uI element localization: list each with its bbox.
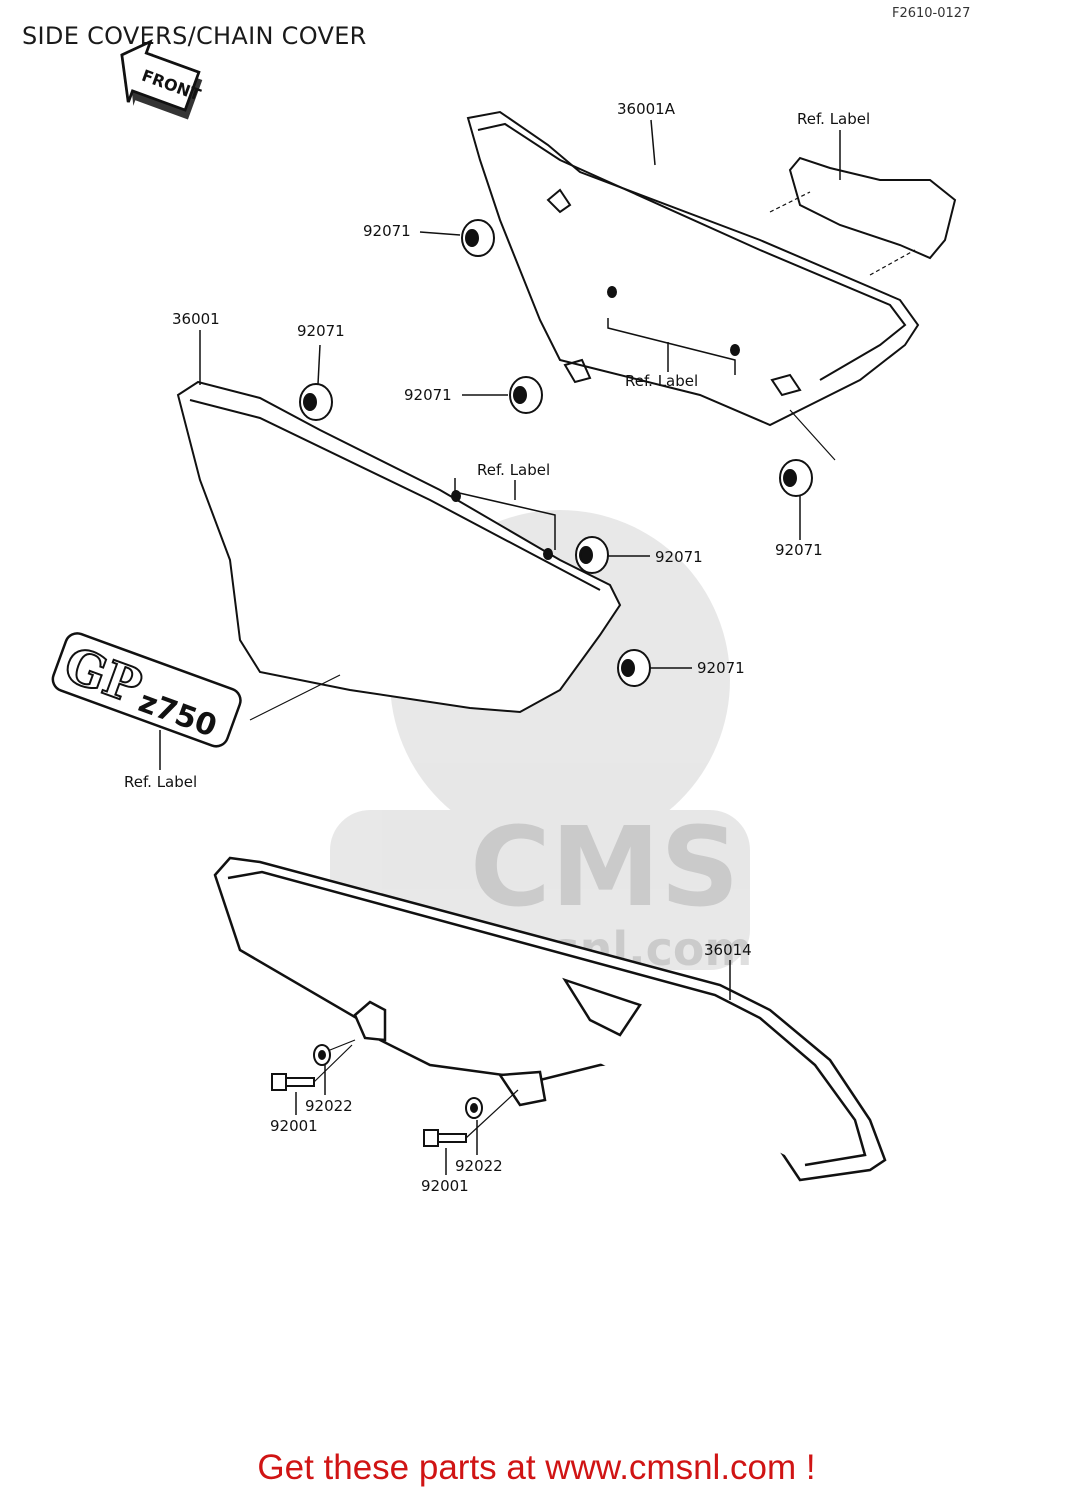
part-label-92071-c: 92071 <box>404 386 452 404</box>
grommet-icon-d <box>779 459 813 497</box>
grommet-icon-e <box>575 536 609 574</box>
side-cover-36001 <box>176 380 622 714</box>
ref-label-top-right: Ref. Label <box>797 110 871 128</box>
grommet-icon-c <box>509 376 543 414</box>
grommet-icon-a <box>461 219 495 257</box>
part-label-92071-b: 92071 <box>297 322 345 340</box>
leader-36001a <box>650 119 656 166</box>
part-label-92022-b: 92022 <box>455 1157 503 1175</box>
side-cover-36001a <box>466 110 920 427</box>
washer-icon-a <box>313 1044 331 1066</box>
ref-label-emblem: Ref. Label <box>124 773 198 791</box>
bolt-icon-a <box>271 1073 315 1091</box>
ref-label-middle: Ref. Label <box>625 372 699 390</box>
part-label-92001-b: 92001 <box>421 1177 469 1195</box>
part-label-92071-d: 92071 <box>775 541 823 559</box>
gpz750-emblem: GP z750 <box>51 632 242 748</box>
front-arrow-icon: FRONT <box>120 38 203 120</box>
part-label-92022-a: 92022 <box>305 1097 353 1115</box>
grommet-icon-b <box>299 383 333 421</box>
part-label-36014: 36014 <box>704 941 752 959</box>
part-label-92071-f: 92071 <box>697 659 745 677</box>
grommet-icon-f <box>617 649 651 687</box>
part-label-92071-a: 92071 <box>363 222 411 240</box>
page-title: SIDE COVERS/CHAIN COVER <box>22 22 367 50</box>
part-label-92001-a: 92001 <box>270 1117 318 1135</box>
washer-icon-b <box>465 1097 483 1119</box>
part-label-36001a: 36001A <box>617 100 675 118</box>
ref-label-sticker <box>788 156 957 260</box>
part-label-92071-e: 92071 <box>655 548 703 566</box>
bolt-icon-b <box>423 1129 467 1147</box>
part-label-36001: 36001 <box>172 310 220 328</box>
chain-cover-36014 <box>213 856 887 1182</box>
figure-code: F2610-0127 <box>892 6 971 21</box>
ref-label-center: Ref. Label <box>477 461 551 479</box>
footer-cta[interactable]: Get these parts at www.cmsnl.com ! <box>257 1448 816 1487</box>
watermark-brand: CMS <box>470 803 739 931</box>
